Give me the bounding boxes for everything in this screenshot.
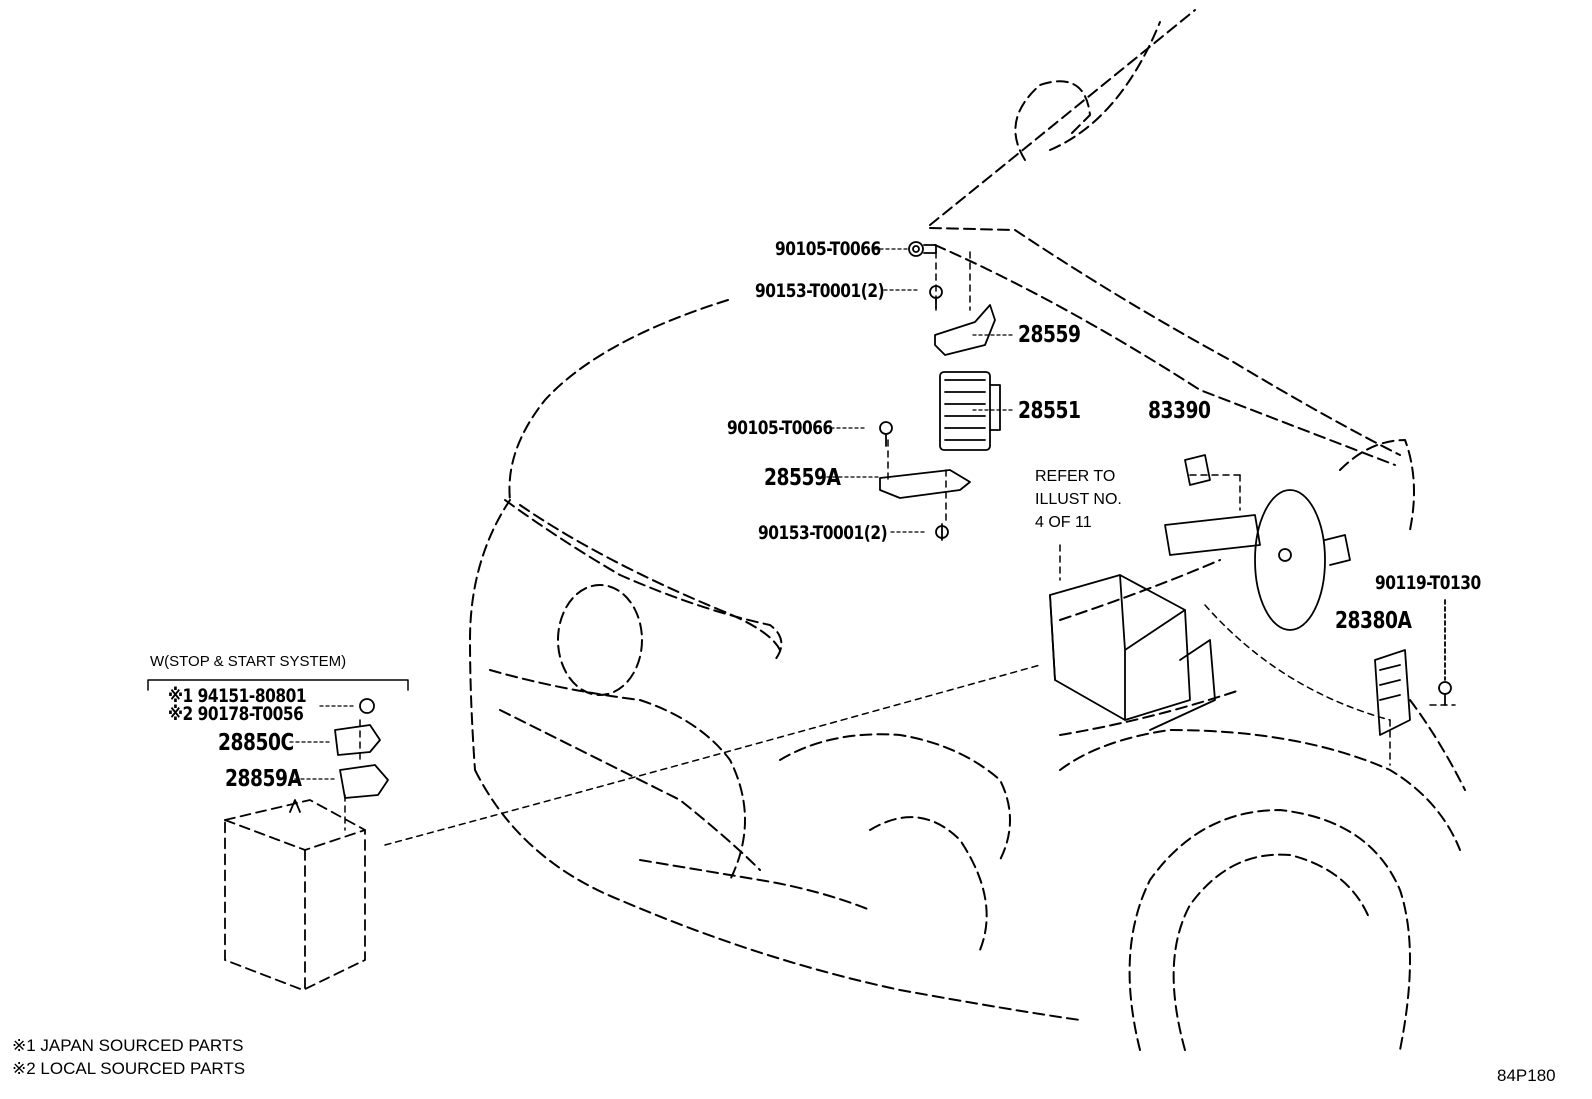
part-label-94151-80801: ※1 94151-80801 [168,685,307,707]
part-label-28859a: 28859A [225,766,302,792]
assembly-lines [344,251,1456,846]
part-label-28559: 28559 [1018,322,1081,348]
vehicle-outline [469,9,1466,1051]
footnote-japan: ※1 JAPAN SOURCED PARTS [12,1036,244,1055]
part-label-28380a: 28380A [1335,608,1412,634]
system-note: W(STOP & START SYSTEM) [150,653,347,670]
leader-lines [289,248,1016,780]
part-label-28559a: 28559A [764,465,841,491]
fasteners [359,241,1452,714]
part-label-28850c: 28850C [218,730,294,756]
part-label-28551: 28551 [1018,398,1081,424]
brake-assembly [1049,454,1411,736]
part-label-90105-t0066-mid: 90105-T0066 [727,417,833,439]
part-label-90178-t0056: ※2 90178-T0056 [168,703,304,725]
refer-note: REFER TO ILLUST NO. 4 OF 11 [1035,468,1122,531]
controller-parts [879,304,1001,499]
part-label-90105-t0066-top: 90105-T0066 [775,238,881,260]
battery-parts [224,724,389,991]
diagram-code: 84P180 [1497,1066,1556,1085]
part-label-90153-t0001-bottom: 90153-T0001(2) [758,522,888,544]
part-label-83390: 83390 [1148,398,1211,424]
footnote-local: ※2 LOCAL SOURCED PARTS [12,1059,246,1078]
system-bracket [147,679,409,691]
part-label-90153-t0001-top: 90153-T0001(2) [755,280,885,302]
part-label-90119-t0130: 90119-T0130 [1375,572,1481,594]
